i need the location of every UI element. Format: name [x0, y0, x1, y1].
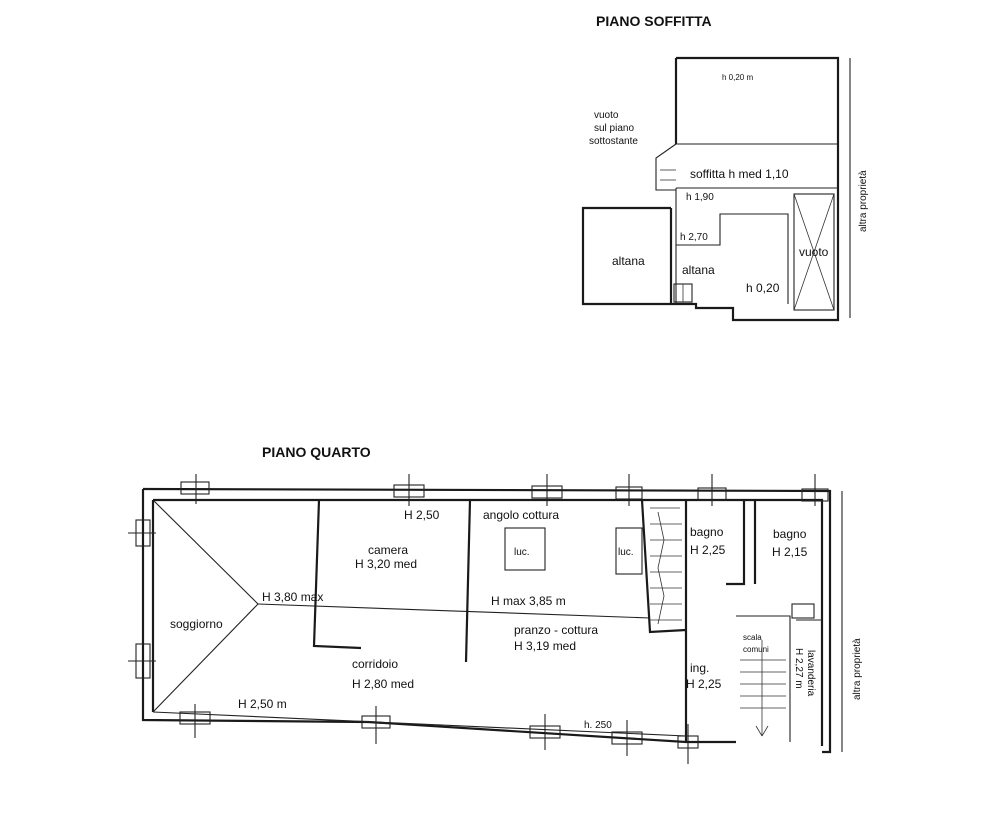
attic-h190: h 1,90	[686, 192, 714, 203]
label-h250-right: h. 250	[584, 720, 612, 731]
label-bath1-h: H 2,25	[690, 543, 726, 557]
attic-title: PIANO SOFFITTA	[596, 13, 712, 29]
label-stair-common-2: comuni	[743, 645, 769, 654]
attic-h020: h 0,20	[746, 281, 780, 295]
ridge-line	[257, 603, 651, 619]
skylight-2	[615, 527, 643, 575]
attic-h-top: h 0,20 m	[722, 73, 753, 82]
attic-inner-walls	[675, 188, 789, 304]
label-dining-h: H 3,19 med	[514, 639, 576, 653]
label-bath2-h: H 2,15	[772, 545, 808, 559]
label-bedroom-h: H 3,20 med	[355, 557, 417, 571]
attic-void-right: vuoto	[799, 245, 829, 259]
attic-outline	[581, 56, 840, 322]
windows	[128, 474, 829, 764]
label-corridor-h: H 2,80 med	[352, 677, 414, 691]
label-entry-h: H 2,25	[686, 677, 722, 691]
attic-void-box	[793, 193, 835, 311]
eave-line	[152, 711, 687, 737]
label-corridor: corridoio	[352, 657, 398, 671]
label-skylight-2: luc.	[618, 547, 634, 558]
label-living-hmax: H 3,80 max	[262, 590, 323, 604]
stair-wall	[640, 499, 687, 634]
bath1-right-wall	[726, 500, 746, 586]
fourth-title: PIANO QUARTO	[262, 444, 371, 460]
common-stair	[740, 640, 786, 737]
label-stair-common-1: scala	[743, 633, 762, 642]
skylight-1	[504, 527, 546, 571]
attic-height-label: soffitta h med 1,10	[690, 167, 789, 181]
label-bath1: bagno	[690, 525, 724, 539]
label-dining: pranzo - cottura	[514, 623, 598, 637]
label-laundry-h: H 2,27 m	[793, 648, 804, 689]
label-bedroom: camera	[368, 543, 408, 557]
label-living: soggiorno	[170, 617, 223, 631]
label-corner-kitchen: angolo cottura	[483, 508, 559, 522]
fourth-inner-top	[153, 498, 824, 746]
attic-altana-right: altana	[682, 263, 715, 277]
attic-void-cross	[793, 193, 835, 311]
interior-stair	[650, 507, 682, 625]
fourth-outline	[142, 487, 832, 754]
fourth-neighbor-label: altra proprietà	[852, 638, 863, 700]
attic-void-block	[655, 143, 677, 191]
fourth-outer-bottom	[141, 489, 736, 744]
attic-void-label-2: sul piano	[594, 123, 634, 134]
attic-neighbor-label: altra proprietà	[858, 170, 869, 232]
common-stair-outline	[736, 615, 791, 742]
kitchen-wall	[464, 499, 472, 663]
laundry-unit	[791, 603, 815, 619]
label-h250-top: H 2,50	[404, 508, 440, 522]
bedroom-wall	[312, 499, 362, 650]
fourth-floor-plan: PIANO QUARTO	[128, 444, 863, 764]
attic-plan: PIANO SOFFITTA h 0,20 m vuoto sul piano …	[581, 13, 869, 322]
label-skylight-1: luc.	[514, 547, 530, 558]
label-laundry: lavanderia	[805, 650, 816, 697]
attic-altana-left: altana	[612, 254, 645, 268]
attic-void-label-3: sottostante	[589, 136, 638, 147]
attic-h270: h 2,70	[680, 232, 708, 243]
living-roof-hips	[152, 499, 259, 713]
label-h250-bottom: H 2,50 m	[238, 697, 287, 711]
attic-void-label-1: vuoto	[594, 110, 619, 121]
label-dining-hmax: H max 3,85 m	[491, 594, 566, 608]
label-entry: ing.	[690, 661, 709, 675]
label-bath2: bagno	[773, 527, 807, 541]
